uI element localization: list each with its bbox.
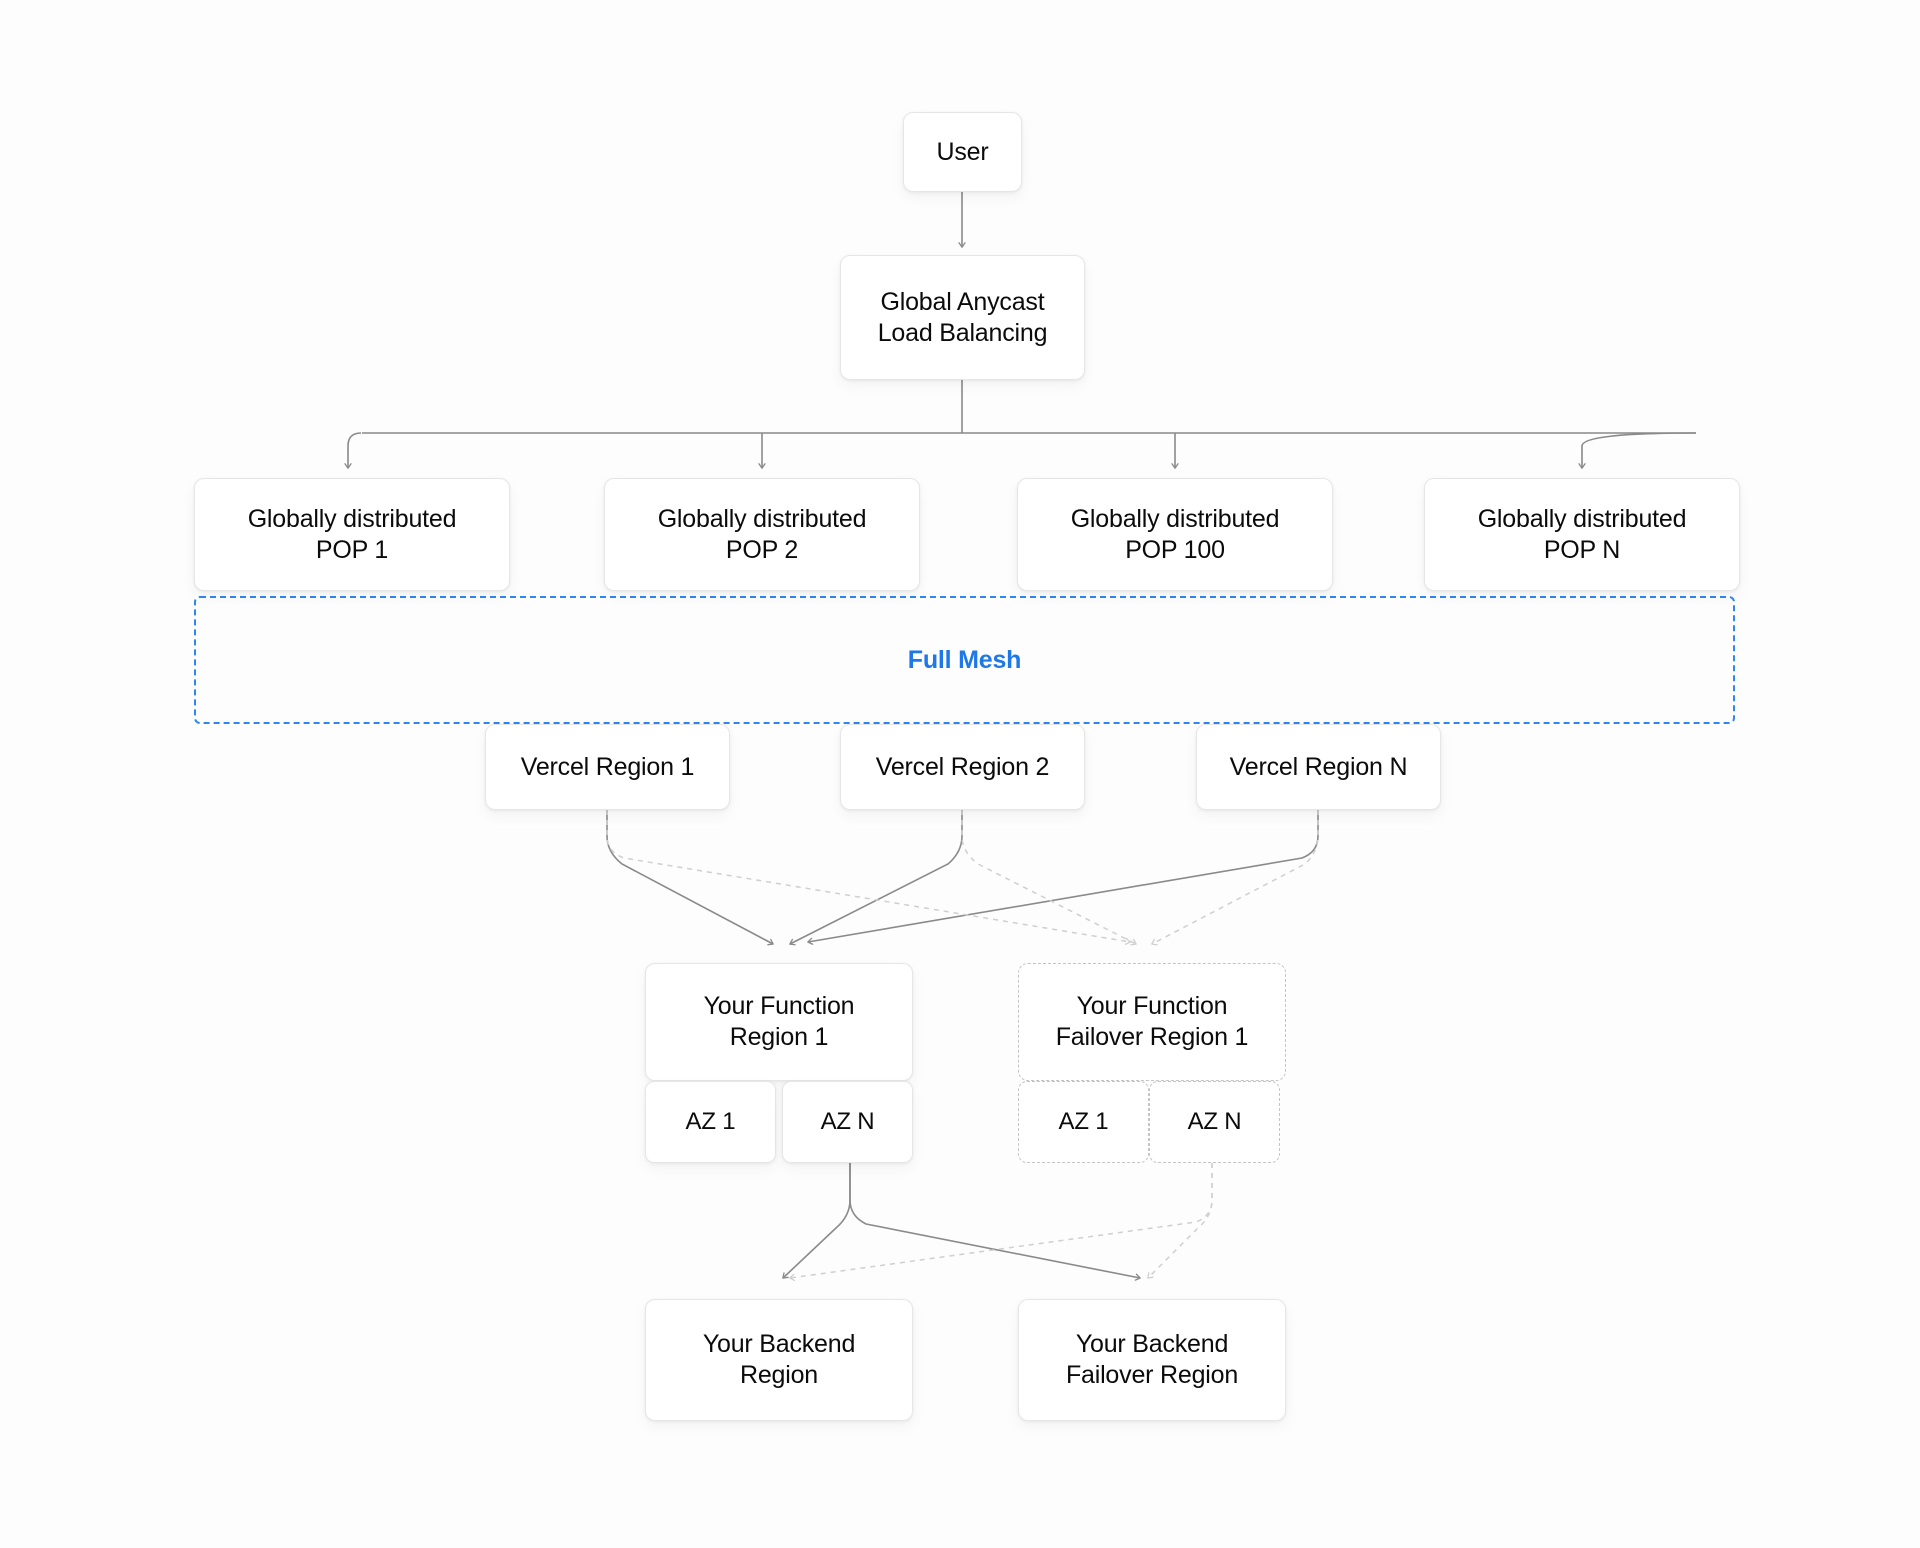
node-failover-az-n-label: AZ N — [1187, 1108, 1242, 1136]
node-function-az-1-label: AZ 1 — [685, 1108, 736, 1136]
edge-vr1-to-fnfailover — [606, 810, 1131, 945]
node-function-az-n-label: AZ N — [820, 1108, 875, 1136]
node-vercel-region-1[interactable]: Vercel Region 1 — [485, 724, 730, 810]
node-vercel-region-n-label: Vercel Region N — [1229, 752, 1408, 781]
node-vercel-region-2-label: Vercel Region 2 — [875, 752, 1050, 781]
node-function-region-1-label: Your Function Region 1 — [703, 992, 855, 1051]
node-failover-az-1[interactable]: AZ 1 — [1018, 1081, 1149, 1163]
node-pop-n[interactable]: Globally distributed POP N — [1424, 478, 1740, 591]
edge-vrN-to-fn1 — [807, 810, 1319, 945]
node-your-backend-region[interactable]: Your Backend Region — [645, 1299, 913, 1421]
edge-vrN-to-fnfailover — [1151, 810, 1319, 946]
node-pop-2[interactable]: Globally distributed POP 2 — [604, 478, 920, 591]
node-backend-failover-region-label: Your Backend Failover Region — [1065, 1330, 1239, 1389]
node-your-backend-failover-region[interactable]: Your Backend Failover Region — [1018, 1299, 1286, 1421]
node-vercel-region-1-label: Vercel Region 1 — [520, 752, 695, 781]
node-your-function-failover-region-1[interactable]: Your Function Failover Region 1 — [1018, 963, 1286, 1081]
node-pop-100[interactable]: Globally distributed POP 100 — [1017, 478, 1333, 591]
node-function-failover-region-1-label: Your Function Failover Region 1 — [1055, 992, 1249, 1051]
edge-bus-to-popN — [1578, 432, 1697, 469]
edge-vr2-to-fn1 — [789, 810, 963, 946]
edge-azn-to-backend-failover — [849, 1163, 1141, 1281]
node-your-function-region-1[interactable]: Your Function Region 1 — [645, 963, 913, 1081]
node-user[interactable]: User — [903, 112, 1022, 192]
edge-vr2-to-fnfailover — [961, 810, 1137, 946]
node-function-az-n[interactable]: AZ N — [782, 1081, 913, 1163]
edge-failover-azn-to-backend-failover — [1147, 1163, 1213, 1279]
node-pop-1-label: Globally distributed POP 1 — [247, 504, 457, 564]
full-mesh-label: Full Mesh — [907, 645, 1022, 674]
node-failover-az-n[interactable]: AZ N — [1149, 1081, 1280, 1163]
edge-bus-to-pop1 — [344, 432, 362, 469]
node-pop-2-label: Globally distributed POP 2 — [657, 504, 867, 564]
node-pop-100-label: Globally distributed POP 100 — [1070, 504, 1280, 564]
node-pop-n-label: Globally distributed POP N — [1477, 504, 1687, 564]
full-mesh-container: Full Mesh — [194, 596, 1735, 724]
edge-vr1-to-fn1 — [606, 810, 774, 946]
node-global-anycast-load-balancing[interactable]: Global Anycast Load Balancing — [840, 255, 1085, 380]
edge-failover-azn-to-backend — [789, 1163, 1213, 1282]
edge-azn-to-backend — [782, 1163, 851, 1279]
node-vercel-region-n[interactable]: Vercel Region N — [1196, 724, 1441, 810]
node-function-az-1[interactable]: AZ 1 — [645, 1081, 776, 1163]
node-pop-1[interactable]: Globally distributed POP 1 — [194, 478, 510, 591]
node-user-label: User — [936, 137, 989, 166]
node-failover-az-1-label: AZ 1 — [1058, 1108, 1109, 1136]
node-load-balancer-label: Global Anycast Load Balancing — [877, 287, 1048, 347]
node-backend-region-label: Your Backend Region — [702, 1330, 856, 1389]
node-vercel-region-2[interactable]: Vercel Region 2 — [840, 724, 1085, 810]
